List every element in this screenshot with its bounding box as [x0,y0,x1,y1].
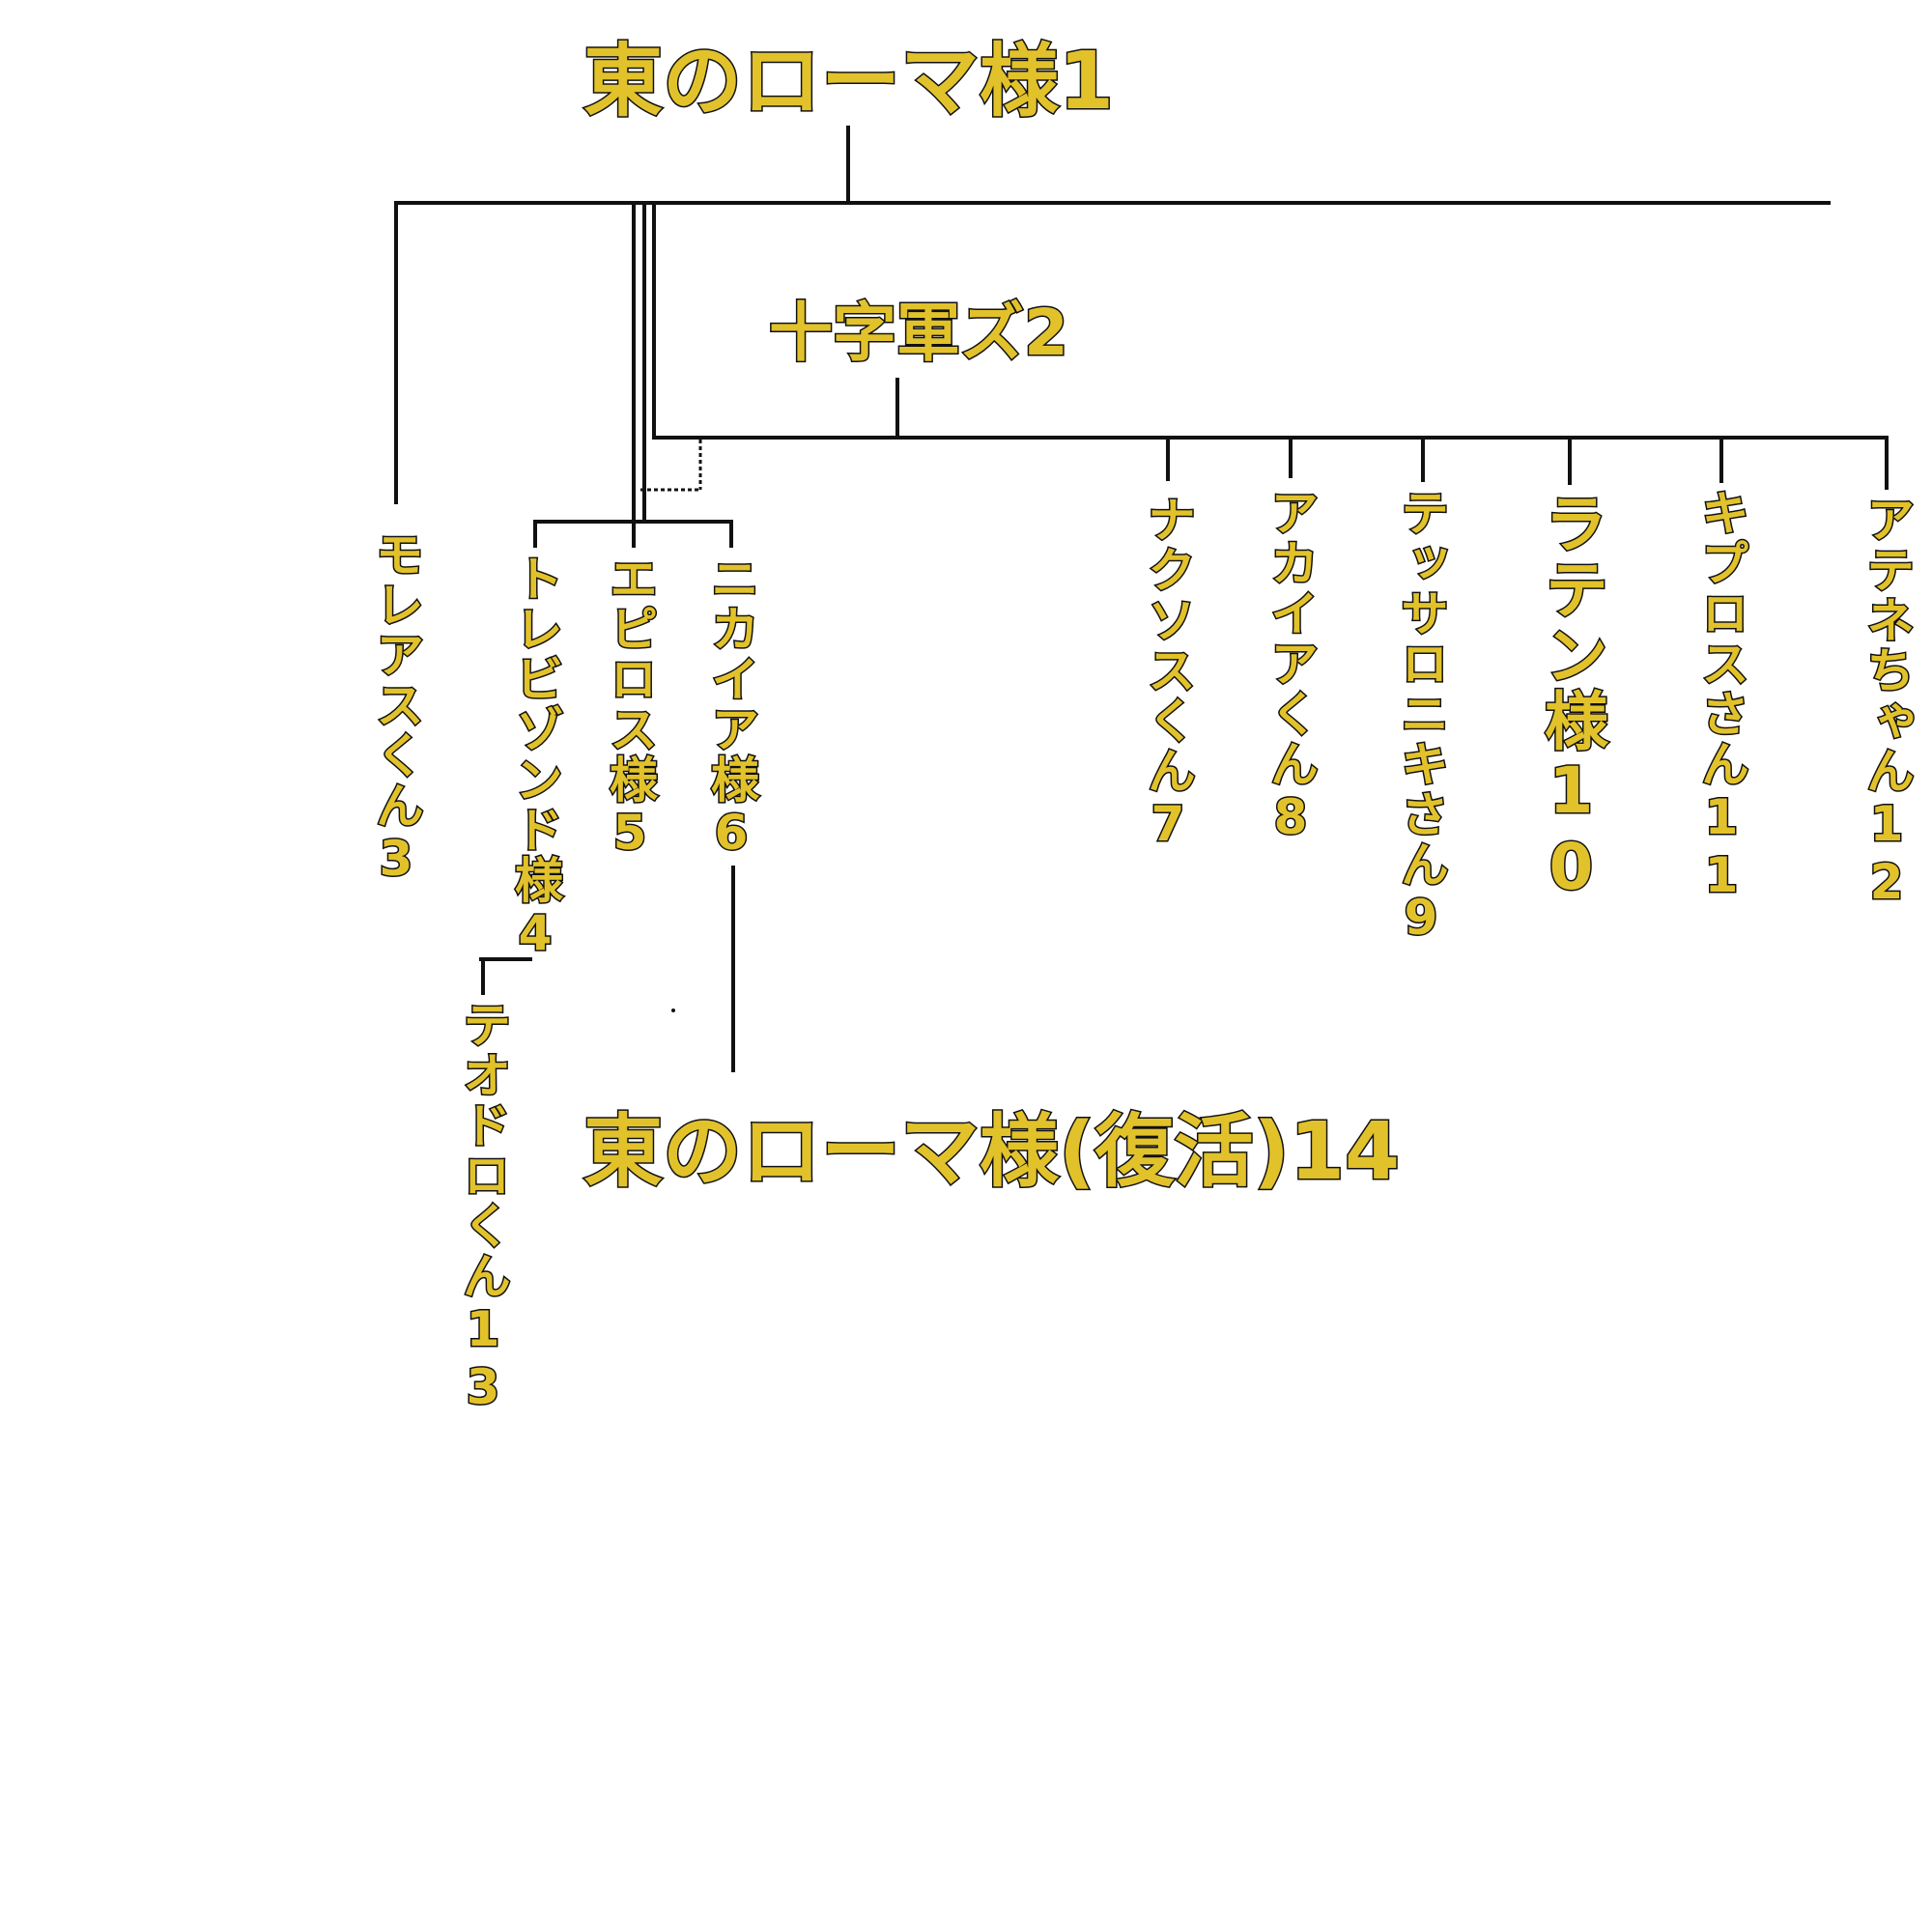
crusaders-node: 十字軍ズ2 [768,296,1070,370]
naxos-node: ナクソスくん7 [1139,494,1198,856]
morea-node: モレアスくん3 [367,528,426,891]
epirus-node: エピロス様5 [601,553,660,865]
athens-node: アテネちゃん12 [1858,494,1917,914]
achaea-node: アカイアくん8 [1262,487,1321,849]
restored-node: 東のローマ様(復活)14 [582,1106,1401,1198]
thessaloniki-node: テッサロニキさん9 [1392,487,1451,950]
root-node: 東のローマ様1 [582,36,1115,128]
latin-node: ラテン様10 [1533,490,1610,908]
stray-dot [671,1009,675,1012]
cyprus-node: キプロスさん11 [1692,487,1751,907]
nicaea-node: ニカイア様6 [702,553,761,865]
trebizond-node: トレビゾンド様4 [506,553,565,965]
theodoro-node: テオドロくん13 [454,999,513,1419]
